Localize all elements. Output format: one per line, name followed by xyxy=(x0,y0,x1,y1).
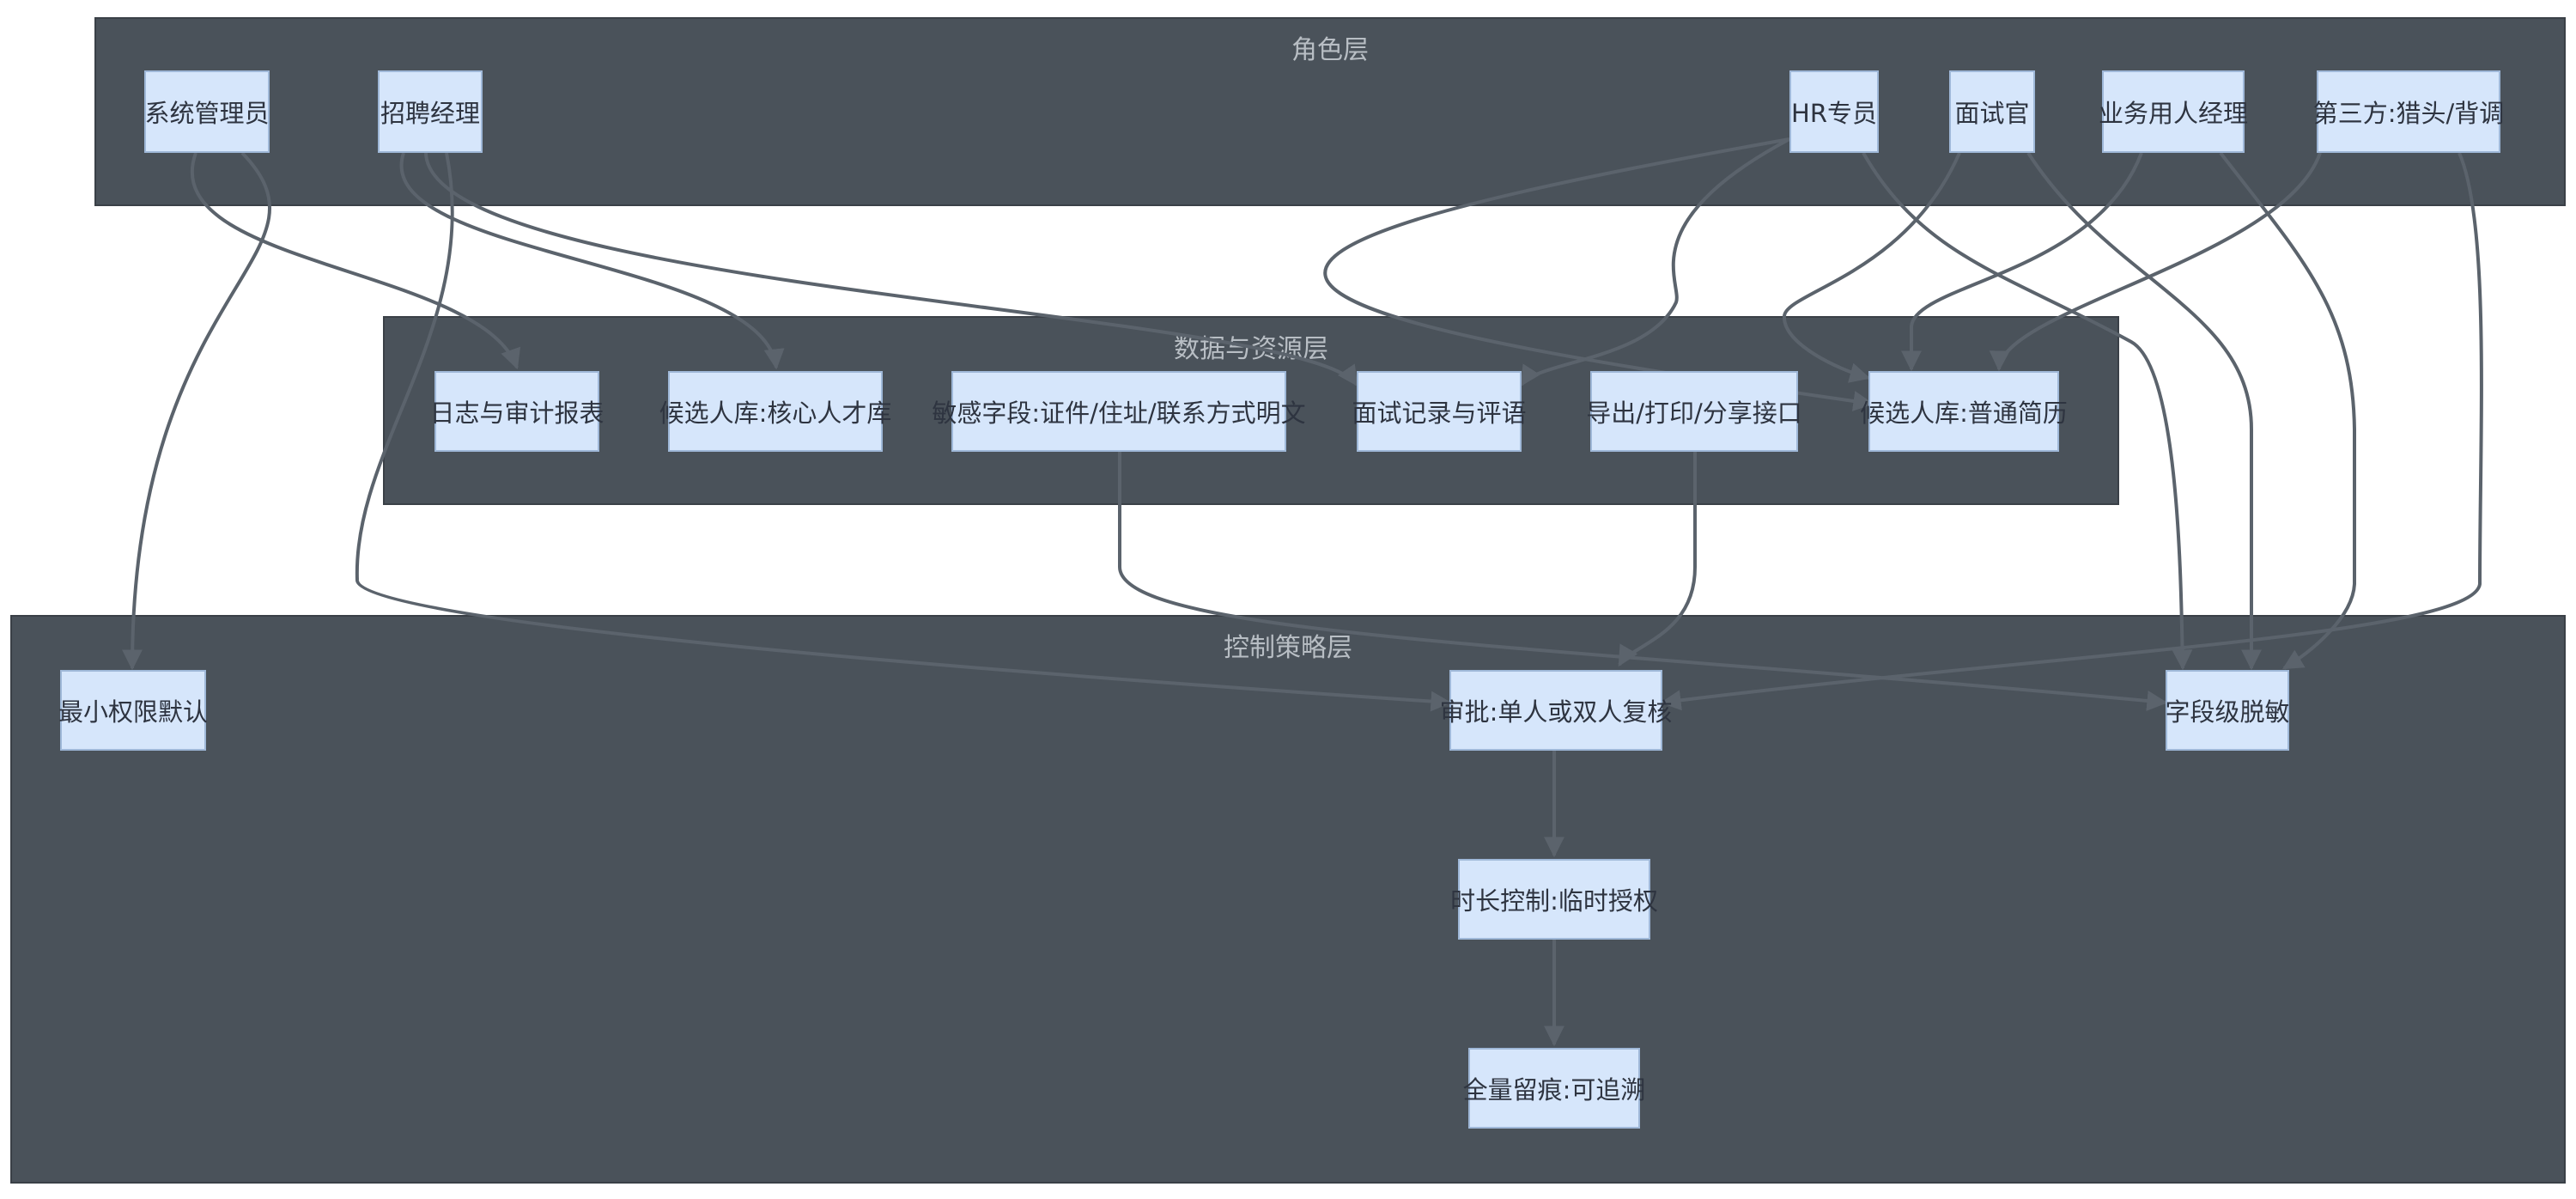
node-least-privilege[interactable]: 最小权限默认 xyxy=(58,670,208,751)
node-sysadmin[interactable]: 系统管理员 xyxy=(144,70,270,153)
node-approval[interactable]: 审批:单人或双人复核 xyxy=(1440,670,1672,751)
cluster-title-data: 数据与资源层 xyxy=(1174,334,1328,364)
node-business-manager[interactable]: 业务用人经理 xyxy=(2099,70,2248,153)
node-interviewer[interactable]: 面试官 xyxy=(1949,70,2035,153)
edge-sysadmin-leastpriv xyxy=(122,151,271,671)
cluster-policy: 控制策略层 xyxy=(10,615,2566,1184)
node-audit-trail[interactable]: 全量留痕:可追溯 xyxy=(1463,1048,1645,1129)
cluster-title-policy: 控制策略层 xyxy=(1224,633,1352,663)
node-time-control[interactable]: 时长控制:临时授权 xyxy=(1450,859,1658,940)
cluster-title-roles: 角色层 xyxy=(1291,35,1369,65)
node-field-masking[interactable]: 字段级脱敏 xyxy=(2166,670,2290,751)
node-sensitive-fields[interactable]: 敏感字段:证件/住址/联系方式明文 xyxy=(932,371,1306,452)
node-hr[interactable]: HR专员 xyxy=(1789,70,1879,153)
edge-biz-masking xyxy=(2219,151,2356,670)
node-normal-pool[interactable]: 候选人库:普通简历 xyxy=(1860,371,2068,452)
node-interview-records[interactable]: 面试记录与评语 xyxy=(1352,371,1527,452)
node-recruit-manager[interactable]: 招聘经理 xyxy=(378,70,483,153)
node-core-pool[interactable]: 候选人库:核心人才库 xyxy=(659,371,891,452)
node-logs[interactable]: 日志与审计报表 xyxy=(430,371,605,452)
node-export[interactable]: 导出/打印/分享接口 xyxy=(1586,371,1802,452)
node-third-party[interactable]: 第三方:猎头/背调 xyxy=(2313,70,2504,153)
